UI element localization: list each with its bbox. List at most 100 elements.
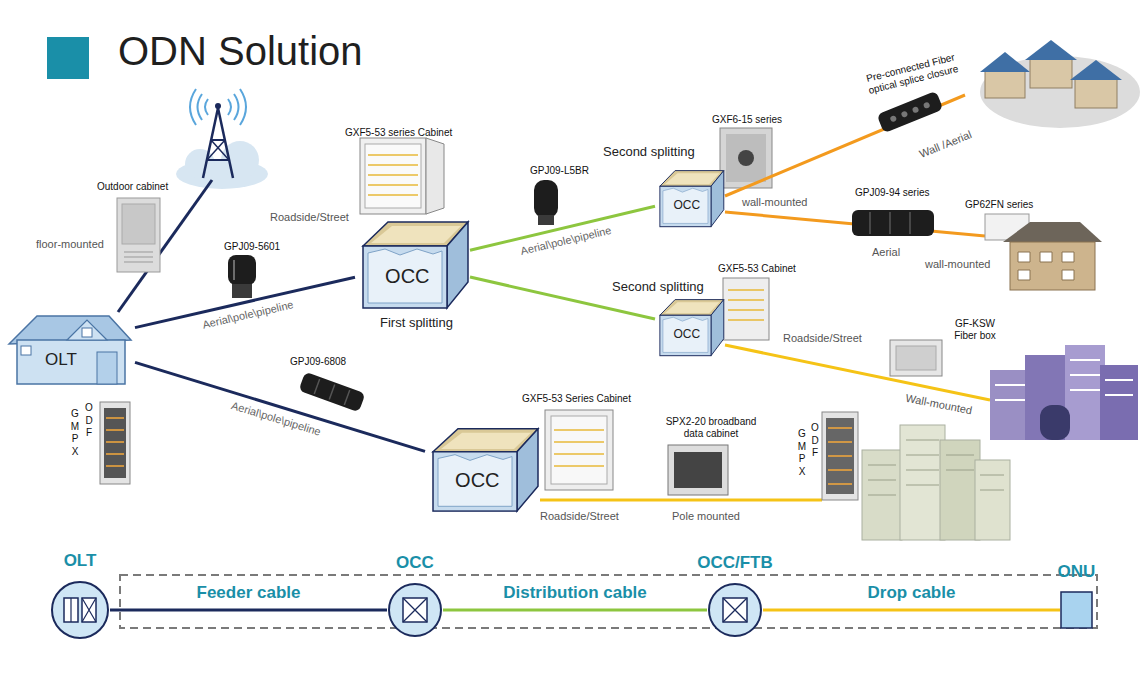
occ-cutaway xyxy=(438,455,512,507)
onu-symbol: ONU xyxy=(1060,591,1093,629)
house-wall xyxy=(1010,242,1095,290)
olt-symbol: OLT xyxy=(50,580,110,640)
occ-cabinet: OCC xyxy=(425,425,540,513)
cable-connector xyxy=(763,609,1060,612)
occ-cabinet: OCCSecond splitting xyxy=(655,168,725,228)
outdoor-cabinet xyxy=(117,198,160,272)
model-label: GPJ09-5601 xyxy=(224,241,280,253)
dashed-frame xyxy=(120,575,1097,628)
street-cabinet xyxy=(360,138,426,214)
splitter-cross xyxy=(723,598,747,622)
odf-fibers xyxy=(828,428,852,484)
cable-connector xyxy=(443,609,707,612)
occ-roof-light xyxy=(665,173,720,184)
cable-label: Aerial\pole\pipeline xyxy=(201,298,295,332)
data-cabinet-inner xyxy=(674,452,722,488)
preconnected-closure xyxy=(877,91,944,134)
olt-port xyxy=(64,598,78,622)
closure-port xyxy=(889,115,897,123)
tower-bar xyxy=(211,140,229,160)
street-cabinet xyxy=(545,410,613,490)
occ-side xyxy=(711,300,724,356)
cable-connector xyxy=(110,609,387,612)
mounting-label: Roadside/Street xyxy=(270,211,349,224)
closure-port xyxy=(923,101,931,109)
node-text-area: OCC xyxy=(661,187,712,226)
node-text-area xyxy=(707,582,763,638)
node-outline xyxy=(1060,591,1093,629)
cabinet-vents xyxy=(124,252,153,262)
mounting-label: wall-mounted xyxy=(925,258,990,271)
tower-bar xyxy=(207,159,229,161)
splitter-ring xyxy=(389,584,441,636)
node-heading: OCC xyxy=(396,553,434,573)
occ-side xyxy=(711,171,724,227)
splitter-ring xyxy=(709,584,761,636)
closure-port xyxy=(901,110,909,118)
title-square xyxy=(47,37,89,79)
olt-port-mark xyxy=(82,598,96,622)
node-label: OLT xyxy=(45,350,77,370)
wall-box-spool xyxy=(738,150,754,166)
street-cabinet-inner xyxy=(365,144,421,208)
occ-cutaway xyxy=(663,188,708,223)
closure-ribs xyxy=(870,212,910,234)
model-label: GXF6-15 series xyxy=(712,114,782,126)
occ-side xyxy=(447,222,468,308)
cabinet-fibers xyxy=(728,290,764,320)
outdoor-cabinet-door xyxy=(122,204,155,244)
street-cabinet-inner xyxy=(551,416,607,484)
tower-bar xyxy=(211,139,225,141)
vertical-code: ODF xyxy=(810,422,820,460)
node-text-area: OLT xyxy=(28,343,93,377)
occ-cabinet: OCCFirst splitting xyxy=(355,218,470,310)
splitter-box xyxy=(723,598,747,622)
odf-rack xyxy=(100,402,130,484)
node-heading: ONU xyxy=(1058,562,1096,582)
model-label: GPJ09-6808 xyxy=(290,356,346,368)
node-text-area xyxy=(50,580,110,640)
closure-ribs xyxy=(314,379,350,405)
tower-bar xyxy=(207,140,225,160)
house-windows xyxy=(1018,252,1074,280)
onu-square xyxy=(1061,592,1092,628)
node-text-area: OCC xyxy=(435,452,519,509)
occ-front xyxy=(433,452,517,511)
mounting-label: floor-mounted xyxy=(36,238,104,251)
node-caption: Second splitting xyxy=(612,280,704,295)
occ-roof-light xyxy=(441,433,531,449)
cable-label: Feeder cable xyxy=(197,583,301,603)
node-outline xyxy=(655,297,725,357)
closure-port xyxy=(912,106,920,114)
building xyxy=(900,425,945,540)
cloud xyxy=(185,149,215,179)
occ-cutaway xyxy=(368,249,442,303)
occ-front xyxy=(363,246,447,308)
splitter-cross xyxy=(403,598,427,622)
odf-rack-inner xyxy=(104,408,126,478)
cable-label: Drop cable xyxy=(868,583,956,603)
vertical-code: GMPX xyxy=(70,408,80,458)
occ-cutaway xyxy=(663,317,708,352)
fiber-box-inner xyxy=(896,346,936,370)
building xyxy=(975,460,1010,540)
olt-tower-line xyxy=(118,180,212,312)
node-text-area: OCC xyxy=(365,247,449,307)
node-text-area: OCC xyxy=(661,316,712,355)
splice-closure-base xyxy=(232,284,252,298)
closure-body xyxy=(299,372,366,413)
house-roof xyxy=(1070,60,1122,80)
node-text-area xyxy=(1060,591,1093,629)
building-windows xyxy=(995,360,1133,400)
model-label: Outdoor cabinet xyxy=(97,181,168,193)
cable-connector xyxy=(135,362,425,451)
inline-closure xyxy=(299,372,366,413)
node-label: OCC xyxy=(385,265,429,288)
closure-highlight xyxy=(233,260,235,280)
mounting-label: wall-mounted xyxy=(742,196,807,209)
node-label: OCC xyxy=(674,328,701,342)
model-label: GXF5-53 Series Cabinet xyxy=(522,393,631,405)
occ-front xyxy=(660,186,711,226)
